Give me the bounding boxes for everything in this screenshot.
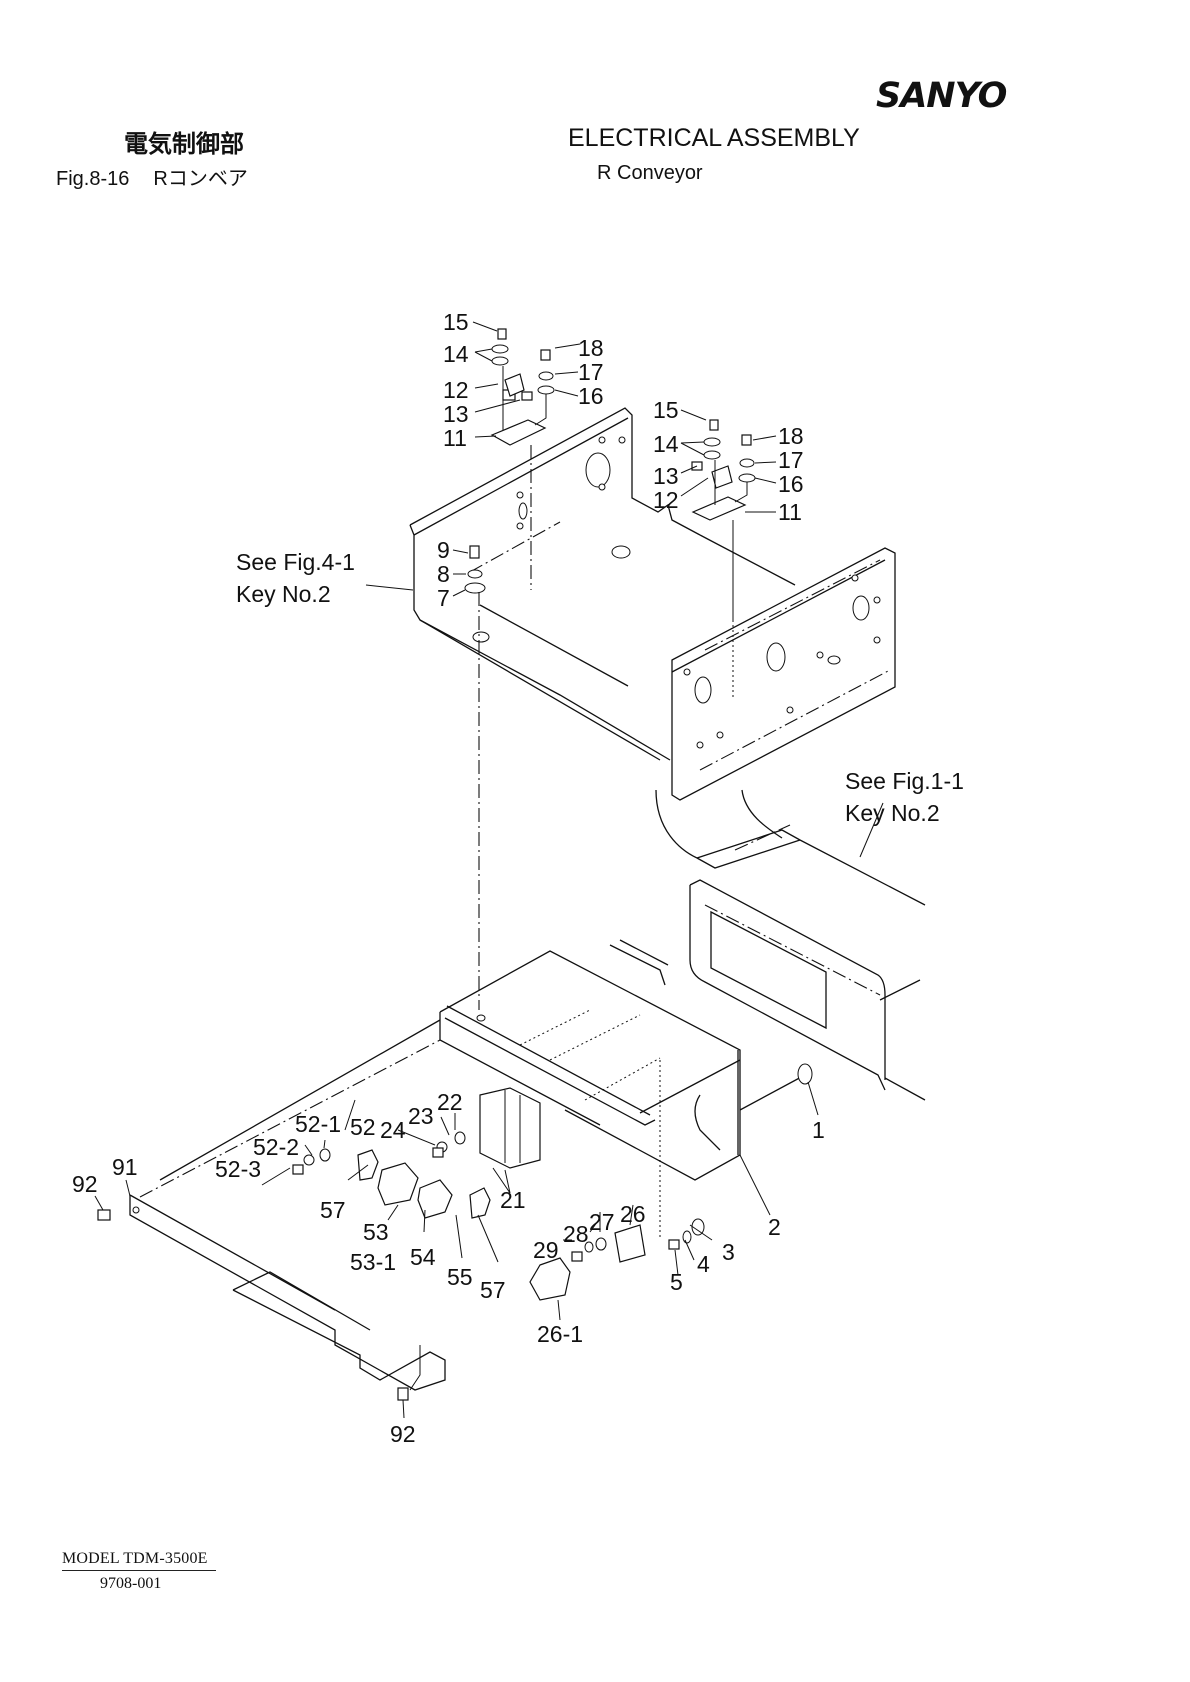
- callout-12: 12: [653, 487, 679, 513]
- callout-92: 92: [72, 1171, 98, 1197]
- callout-22: 22: [437, 1089, 463, 1115]
- callout-23: 23: [408, 1103, 434, 1129]
- bracket-91: [98, 1040, 445, 1400]
- callout-52: 52: [350, 1114, 376, 1140]
- callout-15: 15: [653, 397, 679, 423]
- callout-11: 11: [443, 425, 467, 451]
- callout-54: 54: [410, 1244, 436, 1270]
- sensor-assembly-right: [692, 420, 755, 700]
- callout-7: 7: [437, 585, 450, 611]
- callout-16: 16: [778, 471, 804, 497]
- callout-14: 14: [443, 341, 469, 367]
- callout-57: 57: [320, 1197, 346, 1223]
- sensor-assembly-left: [492, 329, 554, 590]
- conveyor-body: [610, 790, 925, 1100]
- callout-26: 26: [620, 1201, 646, 1227]
- callout-53: 53: [363, 1219, 389, 1245]
- callout-18: 18: [578, 335, 604, 361]
- callout-17: 17: [778, 447, 804, 473]
- callout-17: 17: [578, 359, 604, 385]
- callout-27: 27: [589, 1209, 615, 1235]
- reference-fig1-line2: Key No.2: [845, 800, 940, 826]
- callout-21: 21: [500, 1187, 526, 1213]
- callout-labels: 15 14 12 13 11 18 17 16 15 14 13 12 18 1…: [72, 309, 964, 1447]
- callout-52-3: 52-3: [215, 1156, 261, 1182]
- callout-5: 5: [670, 1269, 683, 1295]
- callout-28: 28: [563, 1221, 589, 1247]
- callout-55: 55: [447, 1264, 473, 1290]
- reference-fig4-line1: See Fig.4-1: [236, 549, 355, 575]
- callout-11: 11: [778, 499, 802, 525]
- callout-2: 2: [768, 1214, 781, 1240]
- callout-29: 29: [533, 1237, 559, 1263]
- callout-13: 13: [443, 401, 469, 427]
- reference-fig1-line1: See Fig.1-1: [845, 768, 964, 794]
- callout-8: 8: [437, 561, 450, 587]
- callout-57: 57: [480, 1277, 506, 1303]
- document-code: 9708-001: [100, 1575, 161, 1593]
- callout-12: 12: [443, 377, 469, 403]
- leader-lines: [95, 322, 883, 1418]
- callout-24: 24: [380, 1117, 406, 1143]
- callout-16: 16: [578, 383, 604, 409]
- callout-14: 14: [653, 431, 679, 457]
- model-number: MODEL TDM-3500E: [62, 1550, 216, 1571]
- frame-screw-set: [465, 546, 485, 1010]
- callout-15: 15: [443, 309, 469, 335]
- callout-18: 18: [778, 423, 804, 449]
- callout-13: 13: [653, 463, 679, 489]
- callout-9: 9: [437, 537, 450, 563]
- callout-52-1: 52-1: [295, 1111, 341, 1137]
- callout-92: 92: [390, 1421, 416, 1447]
- callout-4: 4: [697, 1251, 710, 1277]
- callout-1: 1: [812, 1117, 825, 1143]
- callout-3: 3: [722, 1239, 735, 1265]
- callout-91: 91: [112, 1154, 138, 1180]
- reference-fig4-line2: Key No.2: [236, 581, 331, 607]
- callout-26-1: 26-1: [537, 1321, 583, 1347]
- callout-53-1: 53-1: [350, 1249, 396, 1275]
